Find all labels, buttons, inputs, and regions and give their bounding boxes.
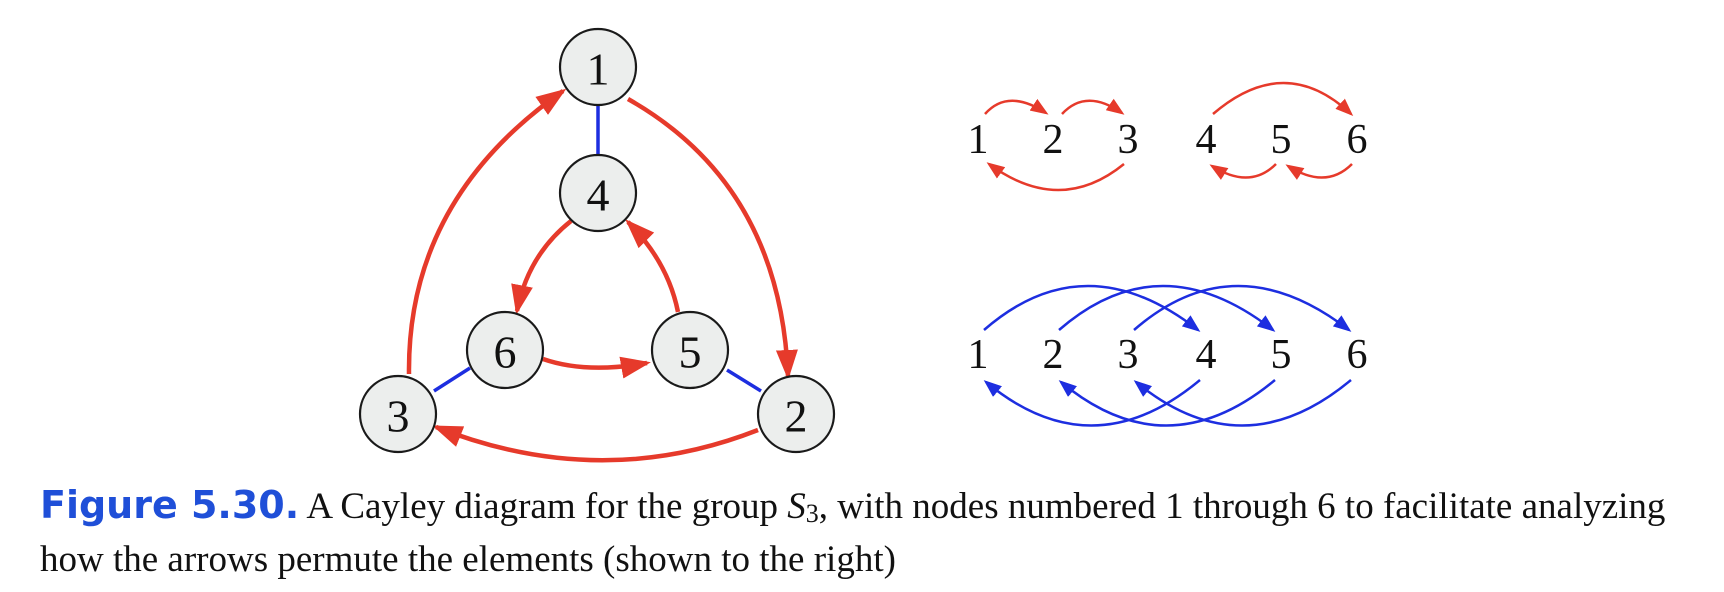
node-4-label: 4	[587, 170, 610, 221]
node-6: 6	[465, 310, 545, 390]
figure-caption: Figure 5.30. A Cayley diagram for the gr…	[40, 482, 1690, 583]
arrow-3-to-1	[406, 88, 567, 375]
red-perm-label-4: 4	[1196, 117, 1217, 163]
blue-perm-arrow-5-2	[1058, 379, 1276, 427]
blue-perm-label-5: 5	[1271, 332, 1292, 378]
node-1-label: 1	[587, 44, 610, 95]
node-1: 1	[558, 27, 638, 107]
node-5: 5	[650, 310, 730, 390]
caption-text-after: , with nodes numbered 1 through 6 to fac…	[40, 486, 1666, 580]
caption-text-before: A Cayley diagram for the group	[306, 486, 779, 527]
blue-edge-3-6	[433, 366, 471, 393]
arrow-5-to-4	[625, 219, 681, 313]
blue-perm-label-6: 6	[1347, 332, 1368, 378]
blue-edges	[433, 105, 762, 393]
node-2: 2	[756, 374, 836, 454]
node-3-label: 3	[387, 391, 410, 442]
arrow-4-to-6	[511, 219, 573, 315]
blue-perm-arrows	[983, 284, 1352, 427]
blue-perm-arrow-3-6	[1133, 284, 1352, 332]
node-6-label: 6	[494, 327, 517, 378]
blue-perm-label-4: 4	[1196, 332, 1217, 378]
red-perm-label-6: 6	[1347, 117, 1368, 163]
arrow-1-to-2	[626, 97, 798, 380]
red-perm-label-3: 3	[1118, 117, 1139, 163]
blue-perm-label-3: 3	[1118, 332, 1139, 378]
node-3: 3	[358, 374, 438, 454]
red-perm-arrow-3-1	[986, 162, 1125, 192]
red-perm-arrow-4-6	[1212, 81, 1354, 117]
arrow-6-to-5	[542, 356, 651, 379]
arrow-2-to-3	[432, 424, 759, 463]
red-perm-arrow-2-3	[1061, 98, 1125, 115]
node-2-label: 2	[785, 391, 808, 442]
red-perm-arrow-5-4	[1209, 163, 1277, 180]
blue-perm-label-2: 2	[1043, 332, 1064, 378]
node-5-label: 5	[679, 327, 702, 378]
blue-perm-arrow-2-5	[1058, 284, 1276, 332]
caption-symbol-letter: S	[787, 486, 806, 527]
blue-perm-label-1: 1	[968, 332, 989, 378]
blue-perm-arrow-4-1	[983, 379, 1201, 427]
figure-canvas: 1 4 6 5 3 2 1 2 3 4 5 6 1	[358, 27, 1368, 463]
red-perm-arrow-6-5	[1285, 163, 1353, 180]
caption-symbol-subscript: 3	[805, 499, 819, 528]
caption-figure-label: Figure 5.30.	[40, 483, 300, 527]
red-arrows	[406, 88, 798, 463]
red-permutation: 1 2 3 4 5 6	[968, 81, 1368, 192]
red-perm-label-5: 5	[1271, 117, 1292, 163]
red-perm-arrow-1-2	[984, 98, 1049, 115]
red-perm-arrows	[984, 81, 1354, 192]
red-perm-label-1: 1	[968, 117, 989, 163]
node-4: 4	[558, 153, 638, 233]
blue-edge-2-5	[726, 368, 762, 393]
blue-permutation: 1 2 3 4 5 6	[968, 284, 1368, 427]
blue-perm-arrow-6-3	[1133, 379, 1352, 427]
red-perm-label-2: 2	[1043, 117, 1064, 163]
caption-group-symbol: S3	[787, 486, 819, 528]
blue-perm-arrow-1-4	[983, 284, 1201, 332]
